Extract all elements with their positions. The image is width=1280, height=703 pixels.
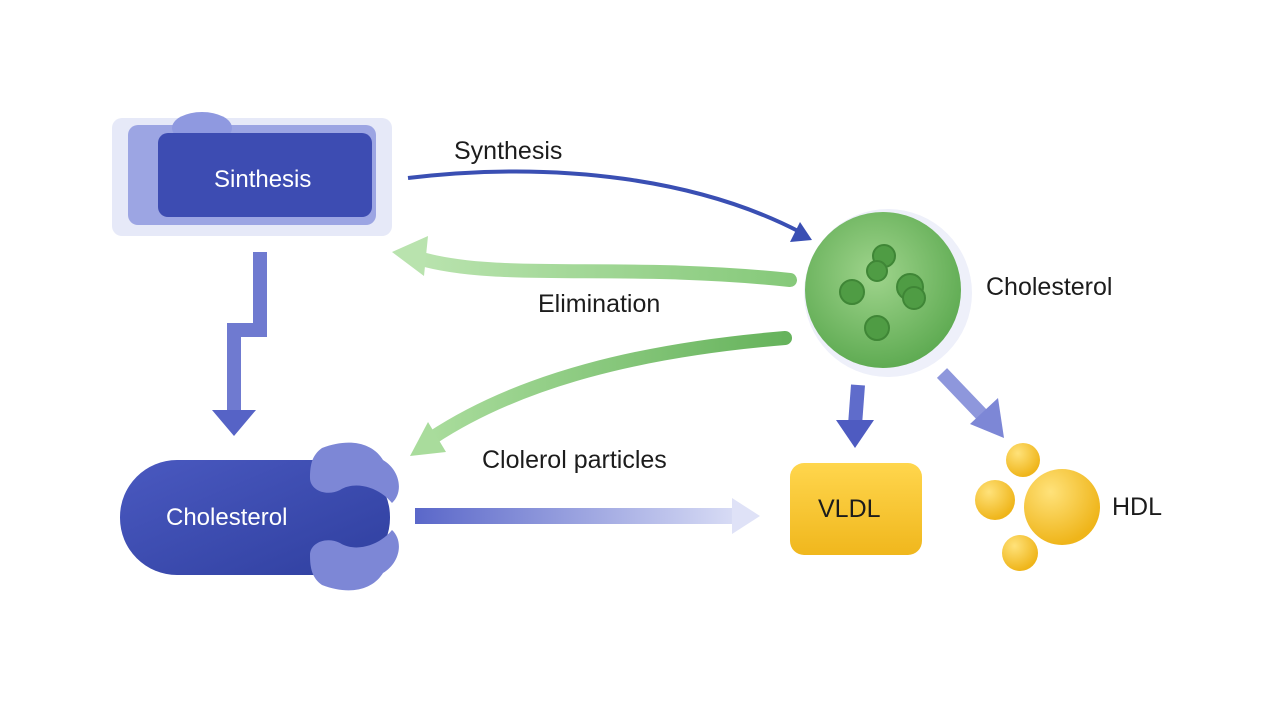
- hdl-ball: [1006, 443, 1040, 477]
- capsule-to-vldl-arrowhead: [732, 498, 760, 534]
- particles-edge-label: Clolerol particles: [482, 446, 667, 474]
- particles-arrow-line: [425, 331, 792, 445]
- particle: [839, 279, 865, 305]
- cholesterol-circle-label: Cholesterol: [986, 273, 1113, 301]
- hdl-ball: [1024, 469, 1100, 545]
- synthesis-node: [112, 112, 392, 236]
- synthesis-node-label: Sinthesis: [214, 166, 312, 193]
- cholesterol-to-hdl-arrowhead: [970, 398, 1004, 438]
- cholesterol-capsule-receptor-top: [310, 442, 399, 503]
- synthesis-down-arrowhead: [212, 410, 256, 436]
- synthesis-edge-label: Synthesis: [454, 137, 563, 165]
- cholesterol-to-vldl-arrow: [836, 384, 874, 448]
- cholesterol-to-hdl-arrow-line: [936, 368, 991, 423]
- cholesterol-to-hdl-arrow: [936, 368, 1004, 438]
- synthesis-down-arrow-line: [227, 252, 267, 415]
- particle: [864, 315, 890, 341]
- cholesterol-to-vldl-arrow-line: [848, 384, 865, 426]
- particle: [866, 260, 888, 282]
- cholesterol-to-vldl-arrowhead: [836, 420, 874, 448]
- elimination-arrowhead: [392, 236, 428, 276]
- hdl-ball: [975, 480, 1015, 520]
- cholesterol-capsule-label: Cholesterol: [166, 504, 288, 531]
- synthesis-arrow-line: [407, 169, 801, 234]
- cholesterol-capsule-node: [120, 442, 399, 591]
- synthesis-arrow: [407, 169, 812, 242]
- synthesis-arrowhead: [790, 222, 812, 242]
- vldl-node: [790, 463, 922, 555]
- particle: [902, 286, 926, 310]
- vldl-label: VLDL: [818, 495, 881, 523]
- hdl-label: HDL: [1112, 493, 1163, 521]
- hdl-cluster: [975, 443, 1100, 571]
- capsule-to-vldl-arrow-line: [415, 508, 735, 524]
- elimination-arrow: [392, 236, 797, 287]
- elimination-edge-label: Elimination: [538, 290, 661, 318]
- particles-arrow: [410, 331, 792, 456]
- cholesterol-circle: [805, 212, 961, 368]
- hdl-ball: [1002, 535, 1038, 571]
- elimination-arrow-line: [411, 251, 797, 287]
- synthesis-node-front: [158, 133, 372, 217]
- cholesterol-capsule-receptor-bottom: [310, 530, 399, 591]
- synthesis-down-arrow: [212, 252, 267, 436]
- cholesterol-circle-node: [804, 209, 972, 377]
- capsule-to-vldl-arrow: [415, 498, 760, 534]
- particles-arrowhead: [410, 422, 446, 456]
